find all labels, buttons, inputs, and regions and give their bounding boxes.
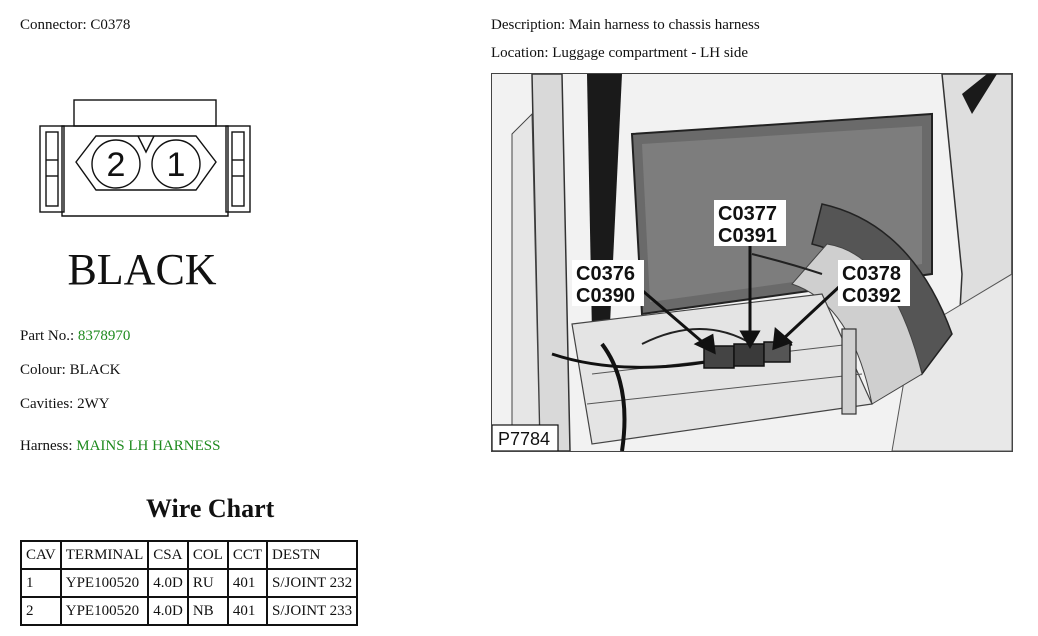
cell-cav: 2	[20, 596, 62, 626]
table-row: 2 YPE100520 4.0D NB 401 S/JOINT 233	[20, 596, 359, 626]
header-terminal: TERMINAL	[59, 540, 150, 570]
table-header-row: CAV TERMINAL CSA COL CCT DESTN	[20, 540, 359, 570]
header-csa: CSA	[147, 540, 189, 570]
part-no-value[interactable]: 8378970	[77, 328, 131, 344]
header-col: COL	[186, 540, 229, 570]
header-destn: DESTN	[266, 540, 359, 570]
part-no-line: Part No.: 8378970	[20, 328, 130, 345]
cell-csa: 4.0D	[147, 596, 189, 626]
table-row: 1 YPE100520 4.0D RU 401 S/JOINT 232	[20, 568, 359, 598]
connector-line: Connector: C0378	[20, 17, 130, 34]
location-illustration: C0377 C0391 C0376 C0390 C0378 C0392 P778…	[491, 73, 1013, 452]
part-no-label: Part No.:	[20, 328, 75, 344]
illustration-ref: P7784	[498, 429, 550, 449]
callout-c0377: C0377	[718, 203, 777, 225]
connector-value: C0378	[90, 17, 131, 33]
cell-cct: 401	[226, 596, 269, 626]
callout-c0376: C0376	[576, 263, 635, 285]
colour-label: Colour:	[20, 362, 66, 378]
cell-csa: 4.0D	[147, 568, 189, 598]
harness-line: Harness: MAINS LH HARNESS	[20, 438, 220, 455]
cell-col: NB	[186, 596, 229, 626]
callout-c0390: C0390	[576, 285, 635, 307]
pin-2-label: 2	[107, 146, 126, 184]
illustration-svg: C0377 C0391 C0376 C0390 C0378 C0392 P778…	[492, 74, 1012, 451]
cell-col: RU	[186, 568, 229, 598]
cell-cct: 401	[226, 568, 269, 598]
callout-c0392: C0392	[842, 285, 901, 307]
description-value: Main harness to chassis harness	[568, 17, 760, 33]
description-label: Description:	[491, 17, 566, 33]
cell-cav: 1	[20, 568, 62, 598]
location-line: Location: Luggage compartment - LH side	[491, 45, 748, 62]
location-value: Luggage compartment - LH side	[552, 45, 749, 61]
callout-c0378: C0378	[842, 263, 901, 285]
connector-label: Connector:	[20, 17, 87, 33]
wire-chart-table: CAV TERMINAL CSA COL CCT DESTN 1 YPE1005…	[20, 540, 359, 626]
colour-line: Colour: BLACK	[20, 362, 120, 379]
connector-face-diagram: 2 1 BLACK	[39, 99, 251, 294]
cavities-label: Cavities:	[20, 396, 74, 412]
location-label: Location:	[491, 45, 549, 61]
cell-terminal: YPE100520	[59, 568, 150, 598]
header-cav: CAV	[20, 540, 62, 570]
cavities-value: 2WY	[77, 396, 110, 412]
callout-c0391: C0391	[718, 225, 777, 247]
pin-1-label: 1	[167, 146, 186, 184]
description-line: Description: Main harness to chassis har…	[491, 17, 760, 34]
harness-label: Harness:	[20, 438, 73, 454]
diagram-color-caption: BLACK	[67, 245, 216, 294]
colour-value: BLACK	[69, 362, 121, 378]
harness-value[interactable]: MAINS LH HARNESS	[76, 438, 221, 454]
cell-terminal: YPE100520	[59, 596, 150, 626]
cavities-line: Cavities: 2WY	[20, 396, 110, 413]
cell-destn: S/JOINT 233	[266, 596, 359, 626]
header-cct: CCT	[226, 540, 269, 570]
wire-chart-title: Wire Chart	[146, 494, 275, 523]
cell-destn: S/JOINT 232	[266, 568, 359, 598]
